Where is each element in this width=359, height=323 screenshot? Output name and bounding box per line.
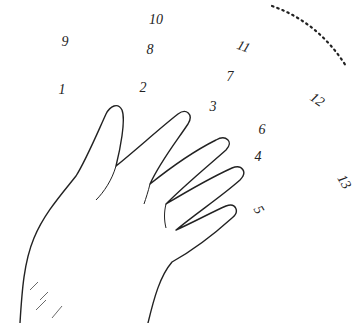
callout-number: 3 bbox=[210, 100, 217, 114]
callout-number: 9 bbox=[62, 35, 69, 49]
callout-number: 12 bbox=[307, 90, 326, 109]
hand-creases bbox=[96, 166, 166, 228]
callout-number: 6 bbox=[259, 123, 266, 137]
callout-number: 7 bbox=[227, 70, 234, 84]
callout-number: 2 bbox=[140, 81, 147, 95]
dotted-arc bbox=[272, 6, 346, 66]
callout-number: 4 bbox=[255, 150, 262, 164]
hand-shading bbox=[30, 282, 62, 318]
callout-number: 1 bbox=[59, 83, 66, 97]
callout-number: 10 bbox=[149, 13, 163, 27]
callout-number: 5 bbox=[250, 203, 266, 216]
callout-number: 13 bbox=[334, 172, 353, 191]
callout-number: 8 bbox=[147, 43, 154, 57]
callout-number: 11 bbox=[235, 38, 252, 56]
hand-outline bbox=[20, 106, 244, 323]
